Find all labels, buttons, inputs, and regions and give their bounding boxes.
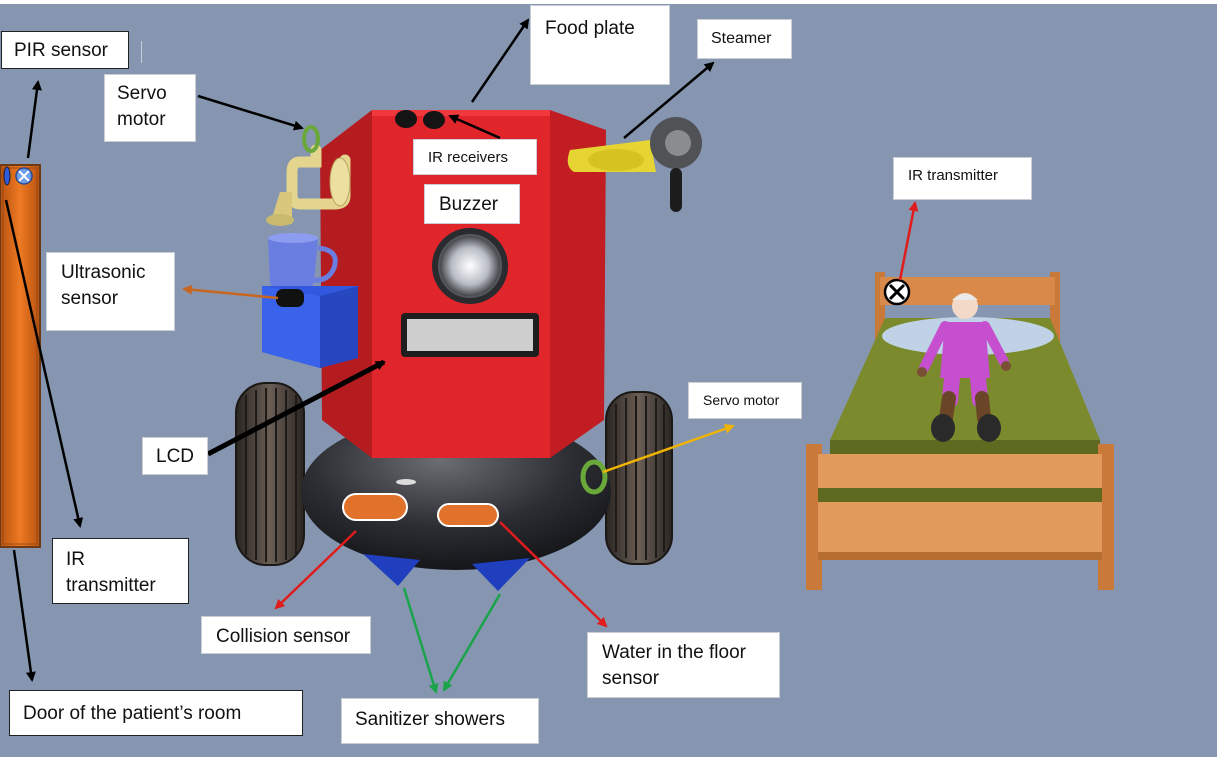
label-buzzer: Buzzer bbox=[424, 184, 520, 224]
label-door: Door of the patient’s room bbox=[9, 690, 303, 736]
label-servo-motor-right: Servo motor bbox=[688, 382, 802, 419]
buzzer-icon bbox=[432, 228, 508, 304]
bed-ir-transmitter bbox=[883, 278, 911, 306]
label-collision-sensor: Collision sensor bbox=[201, 616, 371, 654]
label-ir-transmitter-right: IR transmitter bbox=[893, 157, 1032, 200]
top-edge bbox=[0, 0, 1217, 4]
water-sensor-pad bbox=[437, 503, 499, 527]
arrow-ir-receivers bbox=[448, 114, 501, 140]
arrow-ultrasonic bbox=[182, 284, 279, 300]
label-ir-transmitter-left: IR transmitter bbox=[52, 538, 189, 604]
arrow-steamer bbox=[623, 61, 715, 139]
label-ir-receivers: IR receivers bbox=[413, 139, 537, 175]
ultrasonic-sensor-device bbox=[276, 289, 304, 307]
label-food-plate: Food plate bbox=[530, 5, 670, 85]
label-ultrasonic-sensor: Ultrasonic sensor bbox=[46, 252, 175, 331]
door-ir-transmitter bbox=[3, 166, 11, 186]
arrow-pir-sensor bbox=[26, 80, 42, 159]
arrow-ir-transmitter-right bbox=[898, 201, 919, 281]
arrow-servo-motor-left bbox=[197, 94, 304, 131]
lcd-screen bbox=[401, 313, 539, 357]
arrow-door bbox=[12, 549, 36, 682]
arrow-ir-transmitter-left bbox=[4, 199, 84, 528]
arrow-servo-motor-right bbox=[602, 423, 735, 474]
right-wheel bbox=[605, 391, 673, 565]
water-tap bbox=[266, 144, 351, 226]
arrow-water-sensor bbox=[499, 521, 608, 628]
arrow-lcd bbox=[206, 359, 386, 457]
bed bbox=[806, 272, 1114, 590]
pir-sensor-icon bbox=[15, 167, 33, 185]
arrow-sanitizer-left bbox=[402, 587, 439, 694]
steamer-device bbox=[567, 117, 702, 212]
door bbox=[0, 164, 41, 548]
ir-receivers bbox=[395, 110, 445, 129]
sanitizer-nozzle-right bbox=[472, 558, 530, 591]
arrow-collision-sensor bbox=[274, 530, 357, 610]
cup bbox=[268, 233, 338, 290]
label-servo-motor-left: Servo motor bbox=[104, 74, 196, 142]
label-pir-sensor: PIR sensor bbox=[1, 31, 129, 69]
collision-sensor-pad bbox=[342, 493, 408, 521]
sanitizer-nozzle-left bbox=[363, 554, 420, 586]
label-steamer: Steamer bbox=[697, 19, 792, 59]
tap-servo-motor bbox=[302, 125, 320, 153]
separator bbox=[141, 41, 142, 63]
base-servo-motor bbox=[580, 459, 608, 495]
label-water-floor-sensor: Water in the floor sensor bbox=[587, 632, 780, 698]
label-sanitizer-showers: Sanitizer showers bbox=[341, 698, 539, 744]
arrow-food-plate bbox=[470, 18, 530, 103]
label-lcd: LCD bbox=[142, 437, 208, 475]
patient bbox=[917, 293, 1011, 442]
arrow-sanitizer-right bbox=[442, 593, 502, 692]
